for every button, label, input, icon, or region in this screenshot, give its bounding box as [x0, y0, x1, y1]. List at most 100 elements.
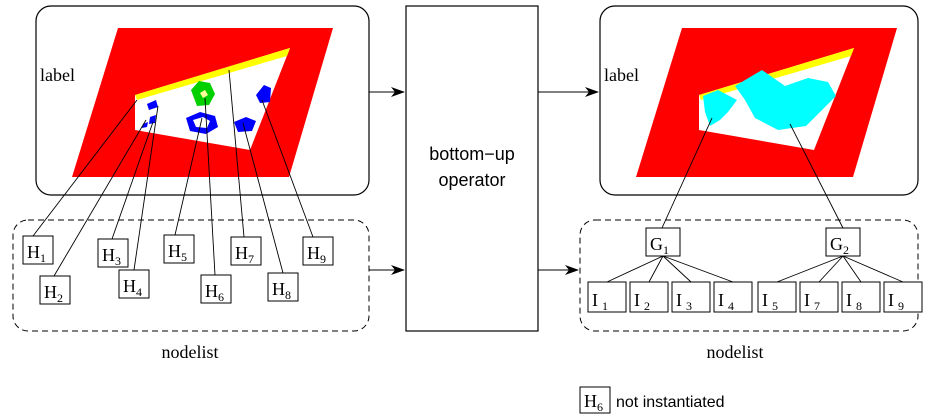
i-node-5-base: I: [762, 290, 768, 310]
legend-h-node-label: H6: [584, 391, 603, 414]
blue-blob: [147, 100, 158, 110]
h-node-7-box: [230, 236, 262, 266]
g-node-2-label: G2: [830, 234, 849, 257]
i-node-4-box: [713, 281, 753, 313]
h-node-9-label: H9: [307, 243, 326, 266]
i-node-9-base: I: [888, 290, 894, 310]
h-node-3: H3: [97, 238, 129, 268]
i-node-7-base: I: [804, 290, 810, 310]
g-node-2: G2: [825, 227, 861, 257]
operator-box: bottom−up operator: [405, 5, 539, 332]
h-node-1-box: [22, 235, 54, 265]
blue-blob: [149, 115, 156, 124]
h-node-5-label: H5: [168, 241, 187, 264]
i-node-1-base: I: [592, 290, 598, 310]
legend-h-node-subscript: 6: [597, 400, 603, 414]
h-node-8: H8: [267, 272, 299, 302]
right-panel-label: label: [604, 65, 639, 85]
tree-edge: [842, 255, 904, 283]
h-node-7-subscript: 7: [248, 252, 254, 266]
left-yellow-strip: [135, 48, 290, 100]
h-node-6-box: [200, 274, 232, 304]
h-node-7-base: H: [235, 243, 248, 263]
h-node-2-label: H2: [44, 282, 63, 305]
right-image-panel: label: [599, 5, 919, 196]
i-node-2-subscript: 2: [644, 299, 650, 313]
left-nodelist-frame: [12, 219, 370, 332]
operator-frame: [405, 5, 539, 332]
h-node-8-label: H8: [272, 279, 291, 302]
i-node-5-subscript: 5: [772, 299, 778, 313]
blue-blob: [142, 122, 148, 128]
operator-label-line1: bottom−up: [429, 144, 515, 164]
h-node-8-base: H: [272, 279, 285, 299]
g-node-1: G1: [645, 227, 681, 257]
h-node-1-base: H: [27, 242, 40, 262]
blue-blob: [256, 85, 271, 103]
h-node-9-subscript: 9: [320, 252, 326, 266]
h-node-3-base: H: [102, 245, 115, 265]
h-node-1-label: H1: [27, 242, 46, 265]
right-nodelist-caption: nodelist: [707, 342, 764, 362]
h-node-4-subscript: 4: [136, 285, 142, 299]
tree-edge: [662, 255, 692, 283]
i-node-7-box: [799, 281, 839, 313]
blue-blob: [234, 117, 256, 132]
left-connectors: [32, 69, 314, 277]
right-connectors: [661, 117, 844, 229]
right-nodelist-frame: [579, 219, 919, 332]
i-node-3-box: [671, 281, 711, 313]
h-node-7-label: H7: [235, 243, 254, 266]
legend-h-node-box: [579, 386, 611, 414]
h-node-5-box: [163, 234, 195, 264]
g-node-1-base: G: [650, 234, 663, 254]
i-node-1-subscript: 1: [602, 299, 608, 313]
left-nodelist-caption: nodelist: [162, 342, 219, 362]
h-node-6-base: H: [205, 281, 218, 301]
legend-h-node: H6: [579, 386, 611, 414]
g-node-2-subscript: 2: [843, 243, 849, 257]
h-node-1-subscript: 1: [40, 251, 46, 265]
i-node-8-subscript: 8: [856, 299, 862, 313]
i-node-7-subscript: 7: [814, 299, 820, 313]
tree-edge: [776, 255, 844, 283]
legend-h-node-base: H: [584, 391, 597, 411]
tree-edge: [662, 255, 734, 283]
g-node-2-box: [825, 227, 861, 257]
h-node-8-box: [267, 272, 299, 302]
h-node-9-base: H: [307, 243, 320, 263]
h-node-4-label: H4: [123, 276, 142, 299]
i-node-5-box: [757, 281, 797, 313]
tree-edge: [648, 255, 664, 283]
g-node-1-label: G1: [650, 234, 669, 257]
tree-edge: [842, 255, 862, 283]
h-node-5-base: H: [168, 241, 181, 261]
i-node-9-box: [883, 281, 923, 313]
h-node-6-subscript: 6: [218, 290, 224, 304]
tree-edge: [818, 255, 844, 283]
h-node-4-box: [118, 269, 150, 299]
i-node-1-box: [587, 281, 627, 313]
h-node-5-subscript: 5: [181, 250, 187, 264]
i-node-2-box: [629, 281, 669, 313]
legend-text: not instantiated: [616, 394, 725, 411]
h-node-8-subscript: 8: [285, 288, 291, 302]
h-node-1: H1: [22, 235, 54, 265]
legend-node: H6: [579, 386, 611, 414]
h-node-2-subscript: 2: [57, 291, 63, 305]
h-node-5: H5: [163, 234, 195, 264]
left-panel-label: label: [40, 65, 75, 85]
cyan-region: [703, 90, 737, 126]
